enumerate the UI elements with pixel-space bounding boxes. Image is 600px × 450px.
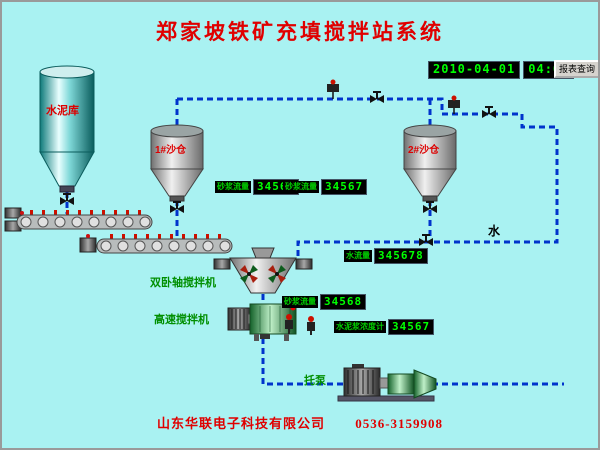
pipe-to-pump <box>261 338 346 386</box>
conveyor-1 <box>16 210 153 230</box>
gauge-icon <box>307 316 315 335</box>
cement-silo-label: 水泥库 <box>46 105 79 117</box>
water-label: 水 <box>488 224 501 238</box>
water-flow-label: 水流量 <box>344 250 372 263</box>
conveyor-2-motor <box>79 237 97 253</box>
gauge-icon <box>285 314 293 334</box>
valve-icon[interactable] <box>482 106 496 118</box>
valve-icon[interactable] <box>419 234 433 246</box>
valve-icon[interactable] <box>60 193 74 205</box>
slurry-density-label: 水泥浆浓度计 <box>334 321 386 334</box>
conveyor-2 <box>79 234 233 254</box>
twin-shaft-mixer-graphic <box>213 247 313 294</box>
valve-icon[interactable] <box>370 91 384 103</box>
page-title: 郑家坡铁矿充填搅拌站系统 <box>156 20 444 44</box>
cement-silo-tank <box>39 65 95 193</box>
mortar-flow-display-2: 砂浆流量 34567 <box>283 179 368 196</box>
date-display: 2010-04-01 <box>428 61 521 79</box>
slurry-density-value: 34567 <box>388 319 435 336</box>
slurry-density-display: 水泥浆浓度计 34567 <box>334 319 435 336</box>
valve-icon[interactable] <box>423 201 437 213</box>
mortar-flow-3-label: 砂浆流量 <box>282 296 318 309</box>
pump-label: 托泵 <box>304 375 326 387</box>
sand-silo-1-label: 1#沙仓 <box>155 145 187 156</box>
blower-icon <box>448 95 460 114</box>
fan-blade-icon <box>240 265 258 283</box>
water-flow-value: 345678 <box>374 248 428 265</box>
mortar-flow-1-label: 砂浆流量 <box>215 181 251 194</box>
fan-blade-icon <box>268 265 286 283</box>
datetime-display: 2010-04-01 04:06 <box>428 61 575 79</box>
high-speed-mixer-label: 高速搅拌机 <box>154 314 209 326</box>
sand-silo-2-graphic <box>403 124 457 202</box>
pump-graphic <box>337 364 437 402</box>
sand-silo-2-label: 2#沙仓 <box>408 145 440 156</box>
twin-shaft-mixer-label: 双卧轴搅拌机 <box>150 277 216 289</box>
mortar-flow-2-label: 砂浆流量 <box>283 181 319 194</box>
company-name: 山东华联电子科技有限公司 <box>156 416 325 431</box>
blower-icon <box>327 79 339 99</box>
mortar-flow-2-value: 34567 <box>321 179 368 196</box>
footer: 山东华联电子科技有限公司 0536-3159908 <box>2 413 598 432</box>
mortar-flow-3-value: 34568 <box>320 294 367 311</box>
water-flow-display: 水流量 345678 <box>344 248 428 265</box>
report-query-button[interactable]: 报表查询 <box>554 60 598 78</box>
pipe-main-feed <box>177 97 559 262</box>
pipe-network <box>65 97 564 386</box>
mortar-flow-display-3: 砂浆流量 34568 <box>282 294 367 311</box>
valve-icon[interactable] <box>170 201 184 213</box>
phone-number: 0536-3159908 <box>355 416 444 431</box>
sand-silo-1-graphic <box>150 124 204 202</box>
